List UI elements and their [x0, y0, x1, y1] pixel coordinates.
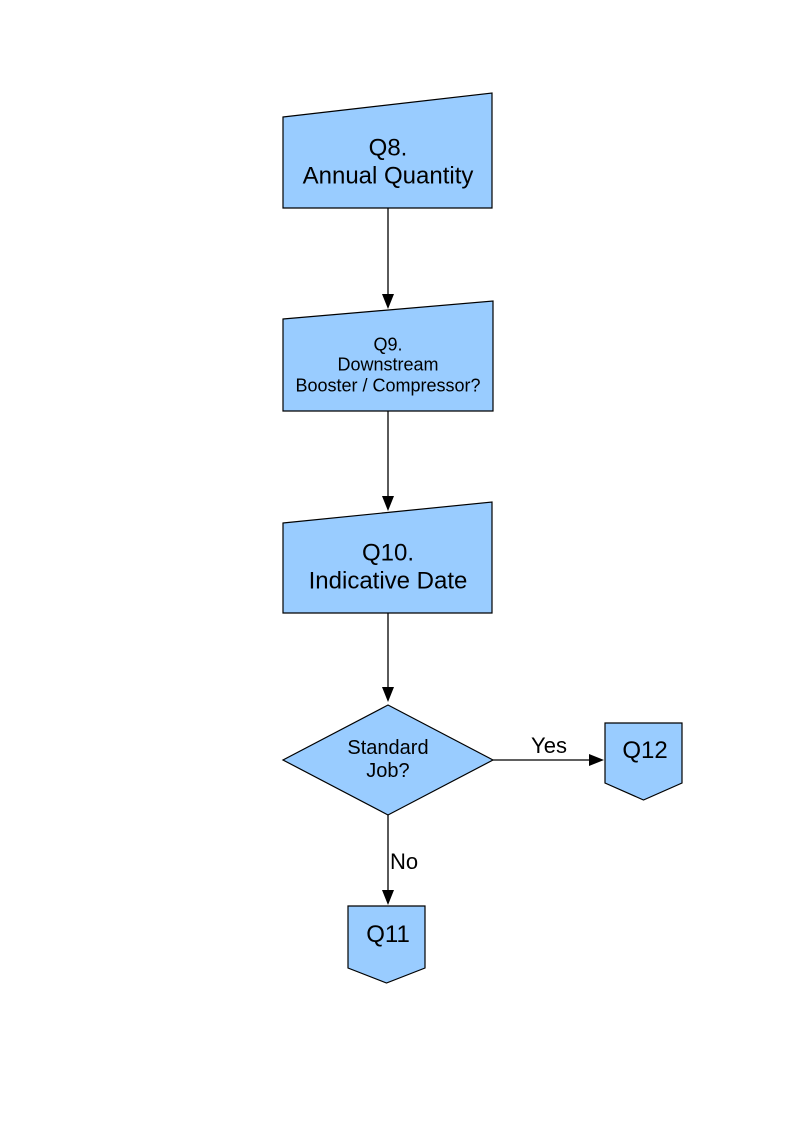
yes-branch-label: Yes: [531, 733, 567, 758]
connector-q8-q9: [382, 208, 394, 309]
q9-node-label: Q9. Downstream Booster / Compressor?: [295, 334, 481, 396]
q11-offpage-connector-node: [347, 905, 426, 984]
arrowhead-right-icon: [589, 754, 604, 766]
no-branch-label: No: [389, 849, 419, 874]
q10-indicative-date-node: [282, 501, 493, 614]
q9-downstream-booster-node: [282, 300, 494, 412]
q10-node-label: Q10. Indicative Date: [308, 539, 468, 595]
q8-annual-quantity-node: [282, 92, 493, 209]
q8-node-label: Q8. Annual Quantity: [302, 134, 474, 190]
standard-job-decision-node: [281, 704, 495, 816]
arrowhead-down-icon: [382, 687, 394, 702]
connector-q9-q10: [382, 411, 394, 511]
connector-decision-q12-yes: [493, 754, 604, 766]
connector-decision-q11-no: [382, 815, 394, 905]
arrowhead-down-icon: [382, 890, 394, 905]
connector-q10-decision: [382, 613, 394, 702]
q11-connector-label: Q11: [366, 921, 410, 948]
arrowhead-down-icon: [382, 294, 394, 309]
q12-offpage-connector-node: [604, 722, 683, 801]
arrowhead-down-icon: [382, 496, 394, 511]
q12-connector-label: Q12: [622, 737, 668, 764]
standard-job-decision-label: Standard Job?: [347, 737, 429, 782]
